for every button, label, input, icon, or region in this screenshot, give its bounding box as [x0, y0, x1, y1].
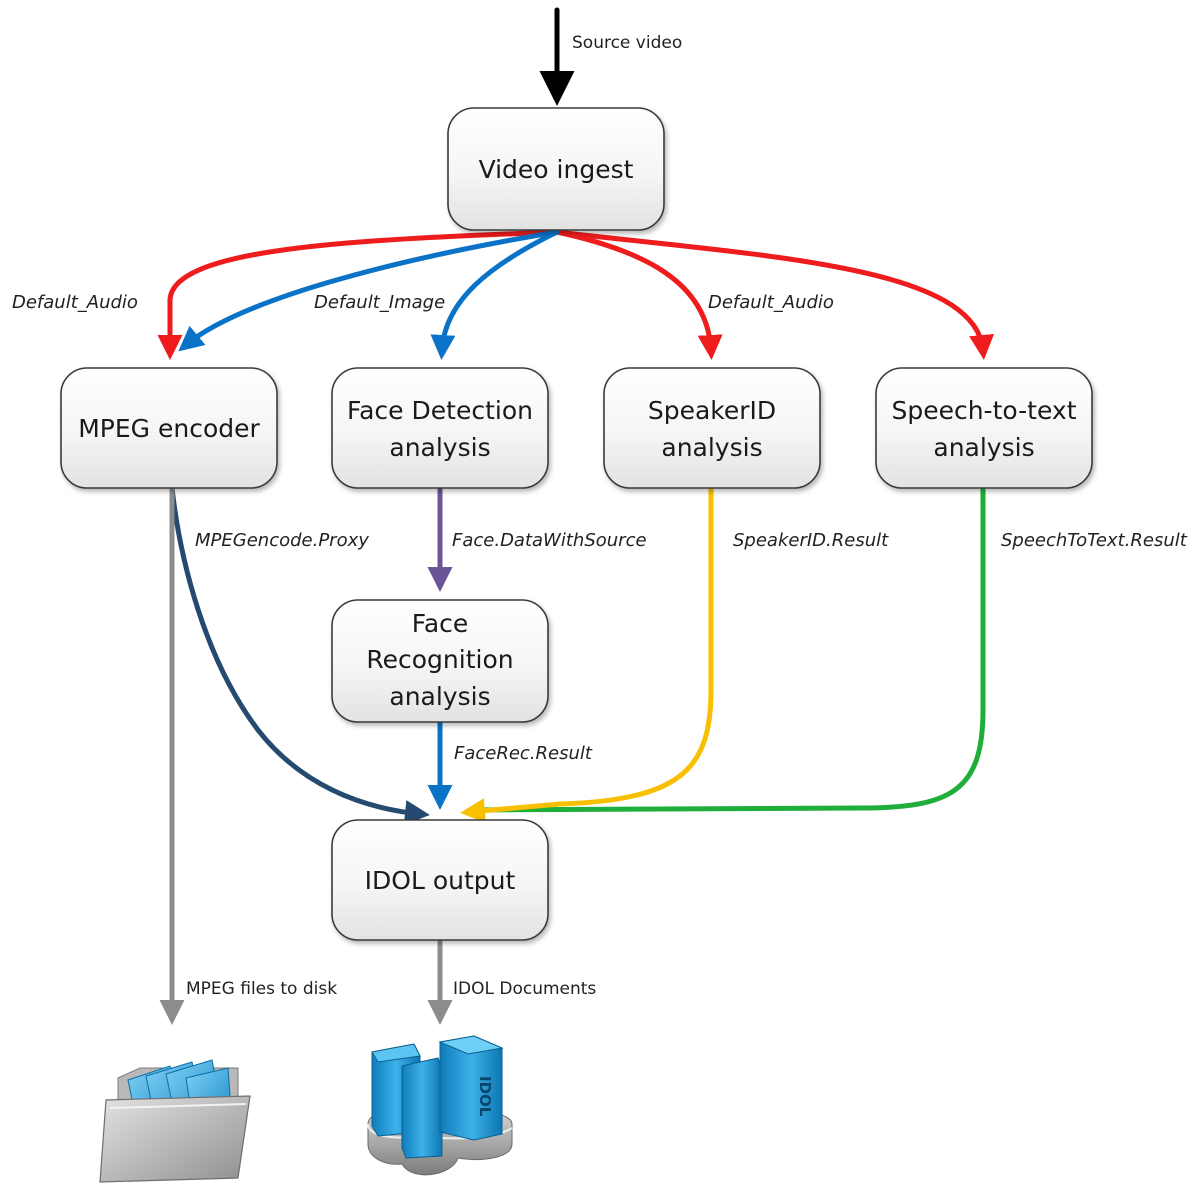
default-image-label: Default_Image [314, 292, 445, 313]
default-audio-right-label: Default_Audio [708, 292, 834, 313]
speakerid-result-edge [460, 485, 714, 824]
nodes: Video ingest MPEG encoder Face Detection… [60, 107, 1093, 941]
speech-to-text-node[interactable]: Speech-to-text analysis [875, 367, 1093, 489]
face-detection-line-0: Face Detection [347, 396, 533, 425]
facerec-result-label: FaceRec.Result [454, 743, 593, 764]
speech-to-text-line-1: analysis [933, 433, 1034, 462]
speakerid-result-label: SpeakerID.Result [733, 530, 889, 551]
mpegencode-proxy-label: MPEGencode.Proxy [195, 530, 369, 551]
labels: Source video Default_Audio Default_Image… [12, 33, 1188, 999]
speakerid-line-0: SpeakerID [648, 396, 776, 425]
idol-server-icon: IDOL [367, 1035, 513, 1176]
speech-to-text-line-0: Speech-to-text [891, 396, 1076, 425]
audio-to-speakerid-edge [554, 229, 723, 360]
edges [157, 7, 994, 1025]
face-datawithsource-label: Face.DataWithSource [452, 530, 647, 551]
video-ingest-node[interactable]: Video ingest [447, 107, 665, 231]
folder-icon [99, 1059, 251, 1183]
image-to-face-detection-edge [430, 229, 560, 360]
default-audio-left-label: Default_Audio [12, 292, 138, 313]
face-recognition-node[interactable]: Face Recognition analysis [331, 599, 549, 723]
face-detection-node[interactable]: Face Detection analysis [331, 367, 549, 489]
audio-to-speech-edge [554, 229, 994, 360]
face-recognition-line-0: Face [412, 609, 469, 638]
face-recognition-line-1: Recognition [366, 645, 513, 674]
source-video-label: Source video [572, 33, 682, 53]
face-detection-line-1: analysis [389, 433, 490, 462]
audio-to-mpeg-edge [157, 229, 560, 360]
speech-result-edge [467, 485, 986, 813]
mpeg-encoder-line-0: MPEG encoder [78, 414, 260, 443]
mpeg-files-label: MPEG files to disk [186, 979, 337, 999]
speakerid-line-1: analysis [661, 433, 762, 462]
speakerid-node[interactable]: SpeakerID analysis [603, 367, 821, 489]
idol-documents-label: IDOL Documents [453, 979, 596, 999]
idol-server-text: IDOL [476, 1076, 494, 1117]
face-recognition-line-2: analysis [389, 682, 490, 711]
speechtotext-result-label: SpeechToText.Result [1001, 530, 1188, 551]
video-ingest-line-0: Video ingest [479, 155, 634, 184]
mpeg-encoder-node[interactable]: MPEG encoder [60, 367, 278, 489]
idol-output-node[interactable]: IDOL output [331, 819, 549, 941]
mpeg-proxy-edge [169, 485, 430, 825]
image-to-mpeg-edge [178, 229, 560, 352]
idol-output-line-0: IDOL output [365, 866, 516, 895]
